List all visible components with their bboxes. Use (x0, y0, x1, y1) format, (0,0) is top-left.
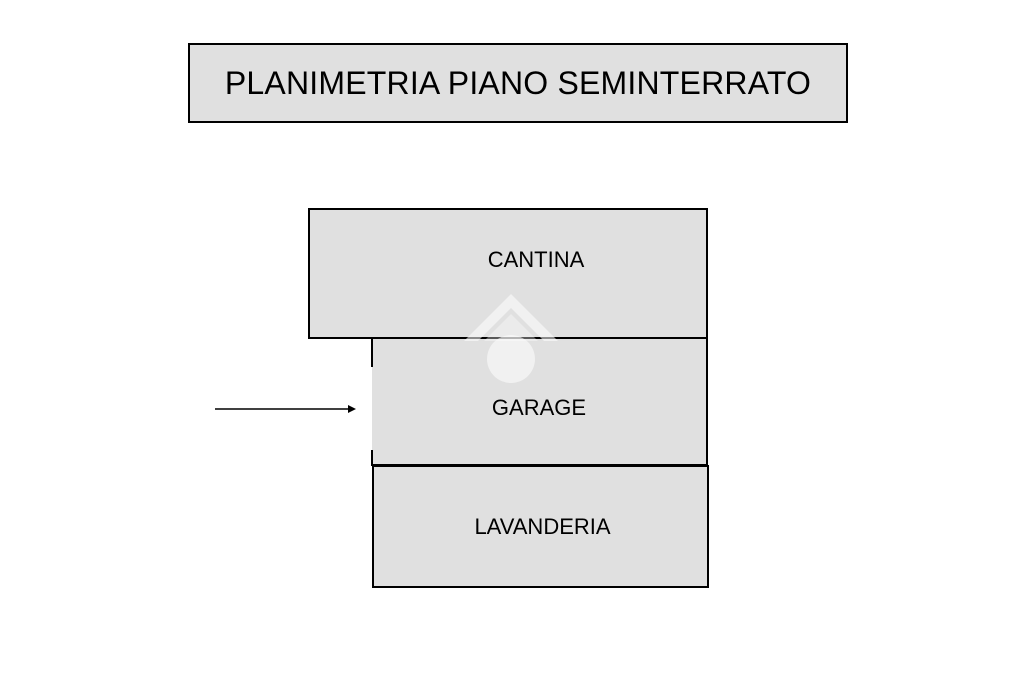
title-box: PLANIMETRIA PIANO SEMINTERRATO (188, 43, 848, 123)
room-label-cantina: CANTINA (487, 246, 585, 272)
room-label-garage: GARAGE (491, 394, 587, 420)
room-label-lavanderia: LAVANDERIA (474, 513, 611, 539)
garage-wall-top (371, 337, 373, 367)
page-title: PLANIMETRIA PIANO SEMINTERRATO (224, 64, 812, 101)
room-cantina: CANTINA (308, 208, 708, 339)
room-lavanderia: LAVANDERIA (372, 465, 709, 588)
garage-wall-bottom (371, 450, 373, 466)
arrow-right-icon (215, 405, 356, 413)
room-garage: GARAGE (372, 339, 708, 466)
